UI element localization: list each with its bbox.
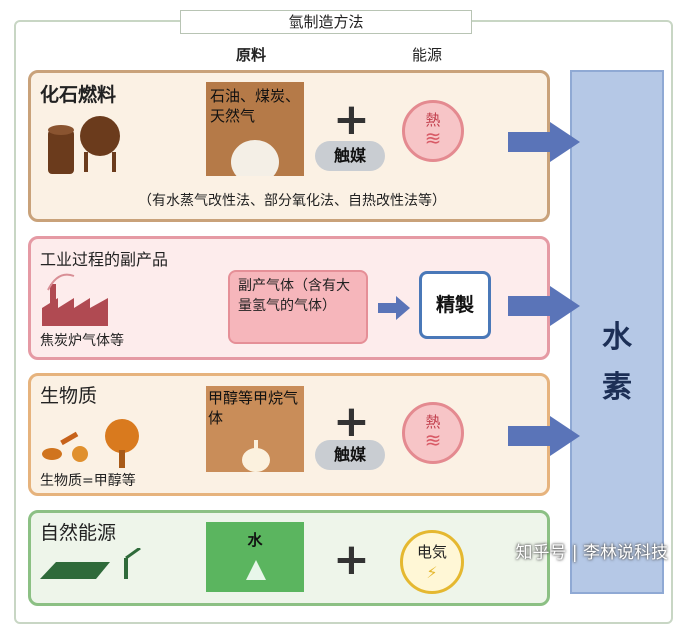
catalyst-label: 触媒 bbox=[315, 141, 385, 171]
hydrogen-column: 水 素 bbox=[570, 70, 664, 594]
diagram-title: 氫制造方法 bbox=[180, 10, 472, 34]
biomass-title: 生物质 bbox=[40, 385, 98, 407]
natural-energy-title: 自然能源 bbox=[40, 522, 117, 544]
heat-icon: 熱 ≋ bbox=[402, 100, 464, 162]
industrial-title: 工业过程的副产品 bbox=[40, 250, 169, 269]
lightning-icon: ⚡ bbox=[426, 563, 438, 582]
industrial-arrow bbox=[508, 286, 580, 326]
purification-box: 精製 bbox=[419, 271, 491, 339]
heat-label: 熱 bbox=[425, 413, 441, 431]
electricity-label: 电気 bbox=[416, 543, 447, 561]
gas-bulb-icon bbox=[242, 440, 270, 472]
biomass-material-box: 甲醇等甲烷气体 bbox=[206, 386, 304, 472]
plus-sign: + bbox=[333, 534, 370, 585]
small-arrow bbox=[378, 296, 410, 320]
plus-sign: + bbox=[333, 396, 370, 447]
plus-sign: + bbox=[333, 94, 370, 145]
electricity-icon: 电気 ⚡ bbox=[400, 530, 464, 594]
raw-material-header: 原料 bbox=[236, 46, 267, 64]
fossil-material-text: 石油、煤炭、天然气 bbox=[210, 87, 301, 125]
watermark: 知乎号 | 李林说科技 bbox=[515, 543, 668, 563]
hydrogen-label-2: 素 bbox=[602, 370, 632, 405]
fossil-methods-note: （有水蒸气改性法、部分氧化法、自热改性法等） bbox=[138, 193, 446, 209]
industrial-caption: 焦炭炉气体等 bbox=[40, 333, 124, 349]
heat-label: 熱 bbox=[425, 111, 441, 129]
gas-dome-icon bbox=[231, 140, 279, 176]
water-material-box: 水 bbox=[206, 522, 304, 592]
tree-icon bbox=[105, 419, 139, 453]
biomass-icon bbox=[42, 419, 139, 468]
biomass-material-text: 甲醇等甲烷气体 bbox=[208, 389, 299, 427]
heat-wave-icon: ≋ bbox=[424, 126, 442, 150]
fossil-arrow bbox=[508, 122, 580, 162]
water-drop-icon bbox=[246, 560, 266, 580]
solar-panel-icon bbox=[40, 548, 141, 579]
heat-icon: 熱 ≋ bbox=[402, 402, 464, 464]
heat-wave-icon: ≋ bbox=[424, 428, 442, 452]
fossil-material-box: 石油、煤炭、天然气 bbox=[206, 82, 304, 176]
catalyst-label: 触媒 bbox=[315, 440, 385, 470]
energy-header: 能源 bbox=[412, 46, 443, 64]
water-text: 水 bbox=[247, 531, 263, 549]
byproduct-gas-box: 副产气体（含有大量氢气的气体） bbox=[228, 270, 368, 344]
biomass-caption: 生物质=甲醇等 bbox=[40, 473, 136, 489]
gas-tank-icon bbox=[80, 116, 120, 156]
biomass-arrow bbox=[508, 416, 580, 456]
oil-barrel-icon bbox=[48, 116, 120, 174]
fossil-fuel-title: 化石燃料 bbox=[40, 84, 117, 106]
hydrogen-label-1: 水 bbox=[602, 320, 632, 355]
factory-icon bbox=[42, 273, 108, 326]
